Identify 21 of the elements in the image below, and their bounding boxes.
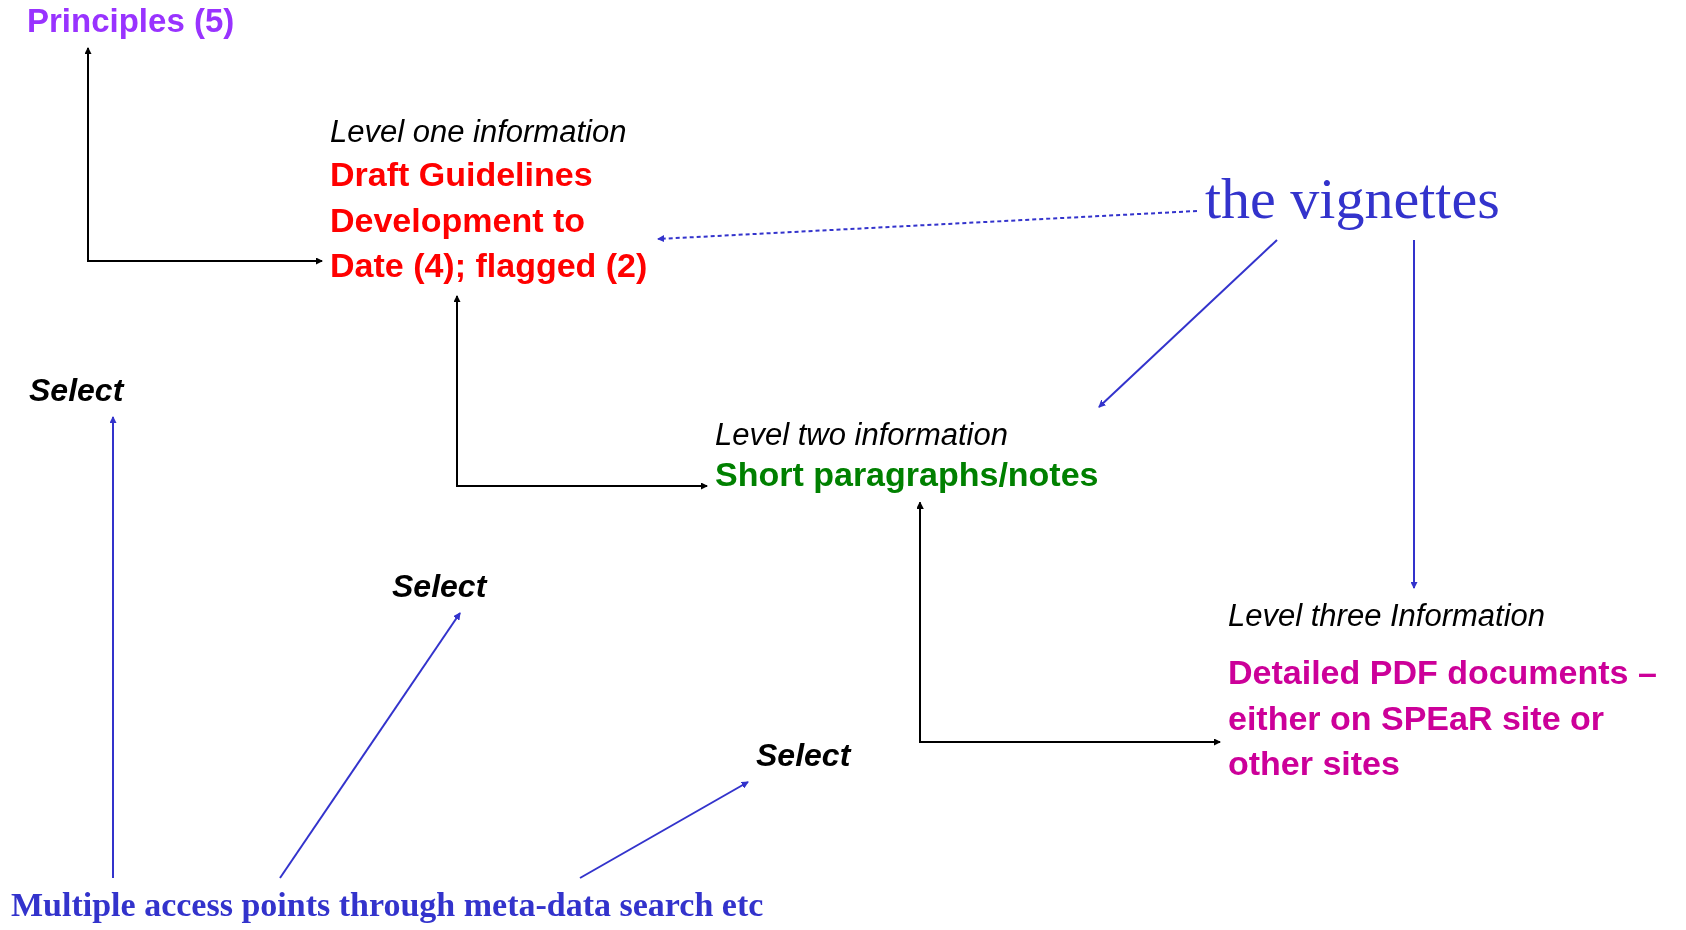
heading-label: Principles (5) xyxy=(27,2,235,40)
arrow xyxy=(579,781,749,879)
arrow xyxy=(916,501,1221,746)
select-label: Select xyxy=(29,372,124,409)
arrow xyxy=(1098,239,1278,408)
select-label: Select xyxy=(392,568,487,605)
level-description: Detailed PDF documents – either on SPEaR site or other sites xyxy=(1228,652,1658,784)
level-heading: Level one information xyxy=(330,113,628,151)
level-heading: Level three Information xyxy=(1228,597,1547,635)
level-description: Short paragraphs/notes xyxy=(715,455,1100,495)
arrow xyxy=(453,294,708,490)
select-label: Select xyxy=(756,737,851,774)
level-description: Draft Guidelines Development to Date (4); flagged (2) xyxy=(330,154,649,286)
caption-text: Multiple access points through meta-data search etc xyxy=(11,886,764,924)
arrow xyxy=(84,47,323,265)
arrow xyxy=(109,416,117,879)
arrow xyxy=(279,612,461,879)
level-heading: Level two information xyxy=(715,416,1009,454)
arrow xyxy=(657,210,1198,243)
vignettes-label: the vignettes xyxy=(1205,165,1500,232)
arrow xyxy=(1410,239,1418,589)
